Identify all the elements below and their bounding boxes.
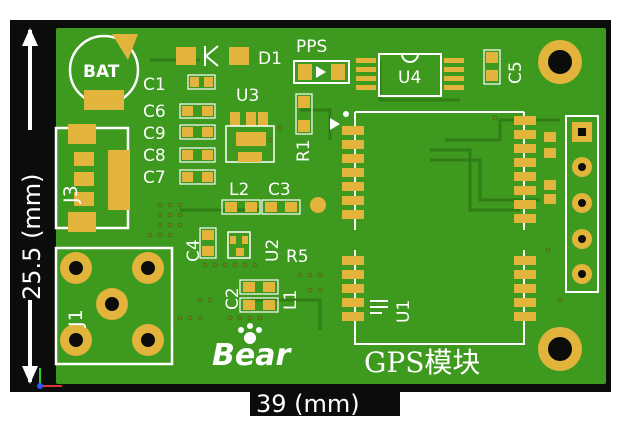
pps-led: PPS — [293, 37, 350, 84]
c4-u2: C4 U2 — [184, 227, 283, 262]
mounting-holes — [538, 40, 582, 371]
c3-label: C3 — [268, 180, 291, 200]
u3-label: U3 — [236, 86, 259, 106]
u2-label: U2 — [263, 239, 283, 262]
pcb-board — [56, 28, 606, 384]
height-dimension-label: 25.5 (mm) — [18, 173, 46, 300]
pps-label: PPS — [296, 37, 327, 57]
c4-label: C4 — [184, 239, 204, 262]
r5-label: R5 — [286, 247, 309, 267]
c7-label: C7 — [143, 168, 166, 188]
axis-icon — [37, 368, 62, 389]
diode-d1: D1 — [176, 45, 282, 69]
dimension-horizontal: 39 (mm) — [50, 390, 608, 418]
logo-text: Bear — [212, 338, 292, 373]
c2-label: C2 — [223, 287, 243, 310]
r1-label: R1 — [294, 139, 314, 162]
resistor-r5: R5 — [286, 247, 309, 267]
c5-label: C5 — [506, 61, 526, 84]
c2-l1: C2 L1 — [223, 279, 301, 313]
ic-u4: U4 — [356, 53, 464, 97]
gps-module-u1: U1 — [330, 111, 556, 345]
dimension-vertical: 25.5 (mm) — [14, 28, 46, 384]
l2-label: L2 — [229, 180, 249, 200]
connector-j3: J3 — [54, 124, 130, 232]
j1-label: J1 — [65, 309, 87, 328]
l1-label: L1 — [281, 290, 301, 310]
connector-j1: J1 — [54, 246, 174, 366]
c9-label: C9 — [143, 124, 166, 144]
battery-footprint: BAT — [68, 34, 140, 110]
u1-label: U1 — [394, 300, 414, 323]
board-title: GPS模块 — [364, 346, 480, 379]
axis-z-icon — [37, 383, 43, 389]
d1-label: D1 — [258, 49, 282, 69]
j3-label: J3 — [60, 185, 82, 204]
u4-label: U4 — [398, 68, 421, 88]
cap-c1: C1 — [143, 74, 216, 95]
c8-label: C8 — [143, 146, 166, 166]
c6-label: C6 — [143, 102, 166, 122]
l2-c3: L2 C3 — [221, 180, 326, 215]
ic-u3: U3 — [225, 86, 275, 163]
pin-header — [565, 115, 599, 293]
resistor-r1: R1 — [294, 93, 314, 162]
bear-logo: Bear — [212, 323, 292, 373]
bat-label: BAT — [83, 62, 120, 82]
cap-stack: C6 C9 C8 C7 — [143, 102, 216, 188]
cap-c5: C5 — [483, 49, 526, 85]
width-dimension-label: 39 (mm) — [256, 390, 360, 418]
c1-label: C1 — [143, 75, 166, 95]
paw-icon — [244, 332, 256, 344]
